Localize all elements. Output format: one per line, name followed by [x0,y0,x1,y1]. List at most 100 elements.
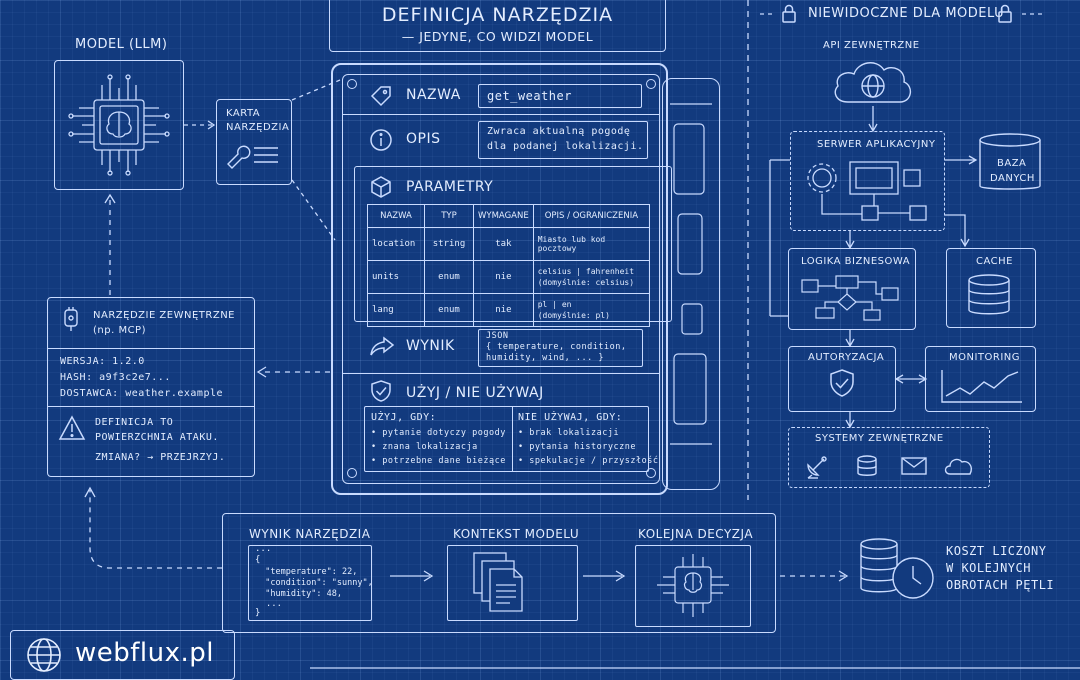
globe-logo-icon [27,638,61,672]
external-tool-box [47,297,255,477]
param-name: location [367,227,425,261]
auth-box [788,346,896,412]
satellite-icon [807,456,827,479]
documents-icon [473,552,523,612]
use-panel-divider [512,406,513,472]
page-title: DEFINICJA NARZĘDZIA [381,4,614,26]
use-label: UŻYJ / NIE UŻYWAJ [406,385,544,401]
database-icon [979,133,1041,190]
cost-line3: OBROTACH PĘTLI [946,578,1055,592]
lock-icon [782,4,796,23]
result-line2: { temperature, condition, [486,342,627,352]
warning-line3: ZMIANA? → PRZEJRZYJ. [95,452,226,463]
external-tool-version: WERSJA: 1.2.0 [60,356,145,367]
use-panel [364,406,649,472]
external-systems-box [788,427,990,488]
params-label: PARAMETRY [406,179,494,195]
nouse-item: • brak lokalizacji [518,428,620,438]
definition-device-side [662,78,720,490]
screw-icon [347,468,357,478]
shield-check-icon [371,380,391,402]
divider [47,406,255,407]
warning-line1: DEFINICJA TO [95,417,174,428]
model-label: MODEL (LLM) [75,37,168,52]
code-line: "temperature": 22, [255,567,358,577]
params-header: NAZWA [367,204,425,228]
cost-clock-icon [860,538,934,599]
tool-card-line1: KARTA [226,108,261,119]
use-item: • potrzebne dane bieżące [371,456,506,466]
flow-context-title: KONTEKST MODELU [453,527,580,541]
use-title: UŻYJ, GDY: [371,412,437,423]
definition-inner [342,74,660,484]
nouse-title: NIE UŻYWAJ, GDY: [518,412,623,423]
param-desc-line: (domyślnie: pl) [537,311,610,320]
use-item: • pytanie dotyczy pogody [371,428,506,438]
result-label: WYNIK [406,338,455,354]
param-desc: Miasto lub kod pocztowy [532,227,651,261]
nouse-item: • pytania historyczne [518,442,636,452]
flow-box [222,513,776,633]
code-line: } [255,608,261,618]
nouse-item: • spekulacje / przyszłość [518,456,659,466]
external-tool-hash: HASH: a9f3c2e7... [60,372,171,383]
mail-icon [901,457,927,475]
screw-icon [646,79,656,89]
param-type: enum [424,260,474,294]
tool-card-box [216,99,292,185]
screw-icon [646,468,656,478]
params-table: NAZWA TYP WYMAGANE OPIS / OGRANICZENIA l… [367,204,651,327]
plug-icon [64,307,78,331]
param-desc-line: pl | en [537,300,572,309]
desc-line1: Zwraca aktualną pogodę [487,126,631,137]
warning-line2: POWIERZCHNIA ATAKU. [95,432,219,443]
cost-line2: W KOLEJNYCH [946,561,1031,575]
code-box [248,545,372,621]
param-type: string [424,227,474,261]
device-side-details [670,103,712,445]
param-desc: celsius | fahrenheit(domyślnie: celsius) [532,260,651,294]
screw-icon [347,79,357,89]
cloud-icon [944,458,972,475]
lock-icon [998,4,1012,23]
desc-box [478,121,648,159]
param-desc-line: (domyślnie: celsius) [537,278,635,287]
external-tool-title2: (np. MCP) [93,325,146,336]
divider [342,114,660,115]
server-internals-icon [807,161,927,221]
param-type: enum [424,293,474,327]
info-icon [370,129,392,151]
ai-chip-icon [657,554,729,617]
page-subtitle: — JEDYNE, CO WIDZI MODEL [401,29,594,44]
param-required: nie [473,293,534,327]
tag-icon [370,86,391,107]
name-value: get_weather [487,89,572,103]
code-line: ... [255,544,272,554]
use-item: • znana lokalizacja [371,442,478,452]
wrench-icon [227,145,278,169]
db-line2: DANYCH [990,173,1035,184]
params-header: TYP [424,204,474,228]
flowchart-icon [801,275,899,321]
name-value-box [478,84,642,108]
cube-icon [371,176,391,198]
warning-icon [58,415,86,440]
param-name: units [367,260,425,294]
result-box [478,329,643,367]
cache-label: CACHE [976,256,1013,267]
divider [47,348,255,349]
code-line: "condition": "sunny", [255,578,373,588]
param-desc: pl | en (domyślnie: pl) [532,293,651,327]
code-line: ... [255,599,283,609]
line-chart-icon [941,370,1022,403]
invisible-header: NIEWIDOCZNE DLA MODELU [808,6,1005,21]
ai-chip-icon [68,74,170,176]
database-icon [857,455,877,476]
table-row: location string tak Miasto lub kod poczt… [367,227,651,261]
server-label: SERWER APLIKACYJNY [817,139,936,150]
param-desc-line: Miasto lub kod pocztowy [537,235,606,253]
result-line3: humidity, wind, ... } [486,353,604,363]
desc-label: OPIS [406,131,441,147]
divider [342,373,660,374]
result-line1: JSON [486,331,509,341]
